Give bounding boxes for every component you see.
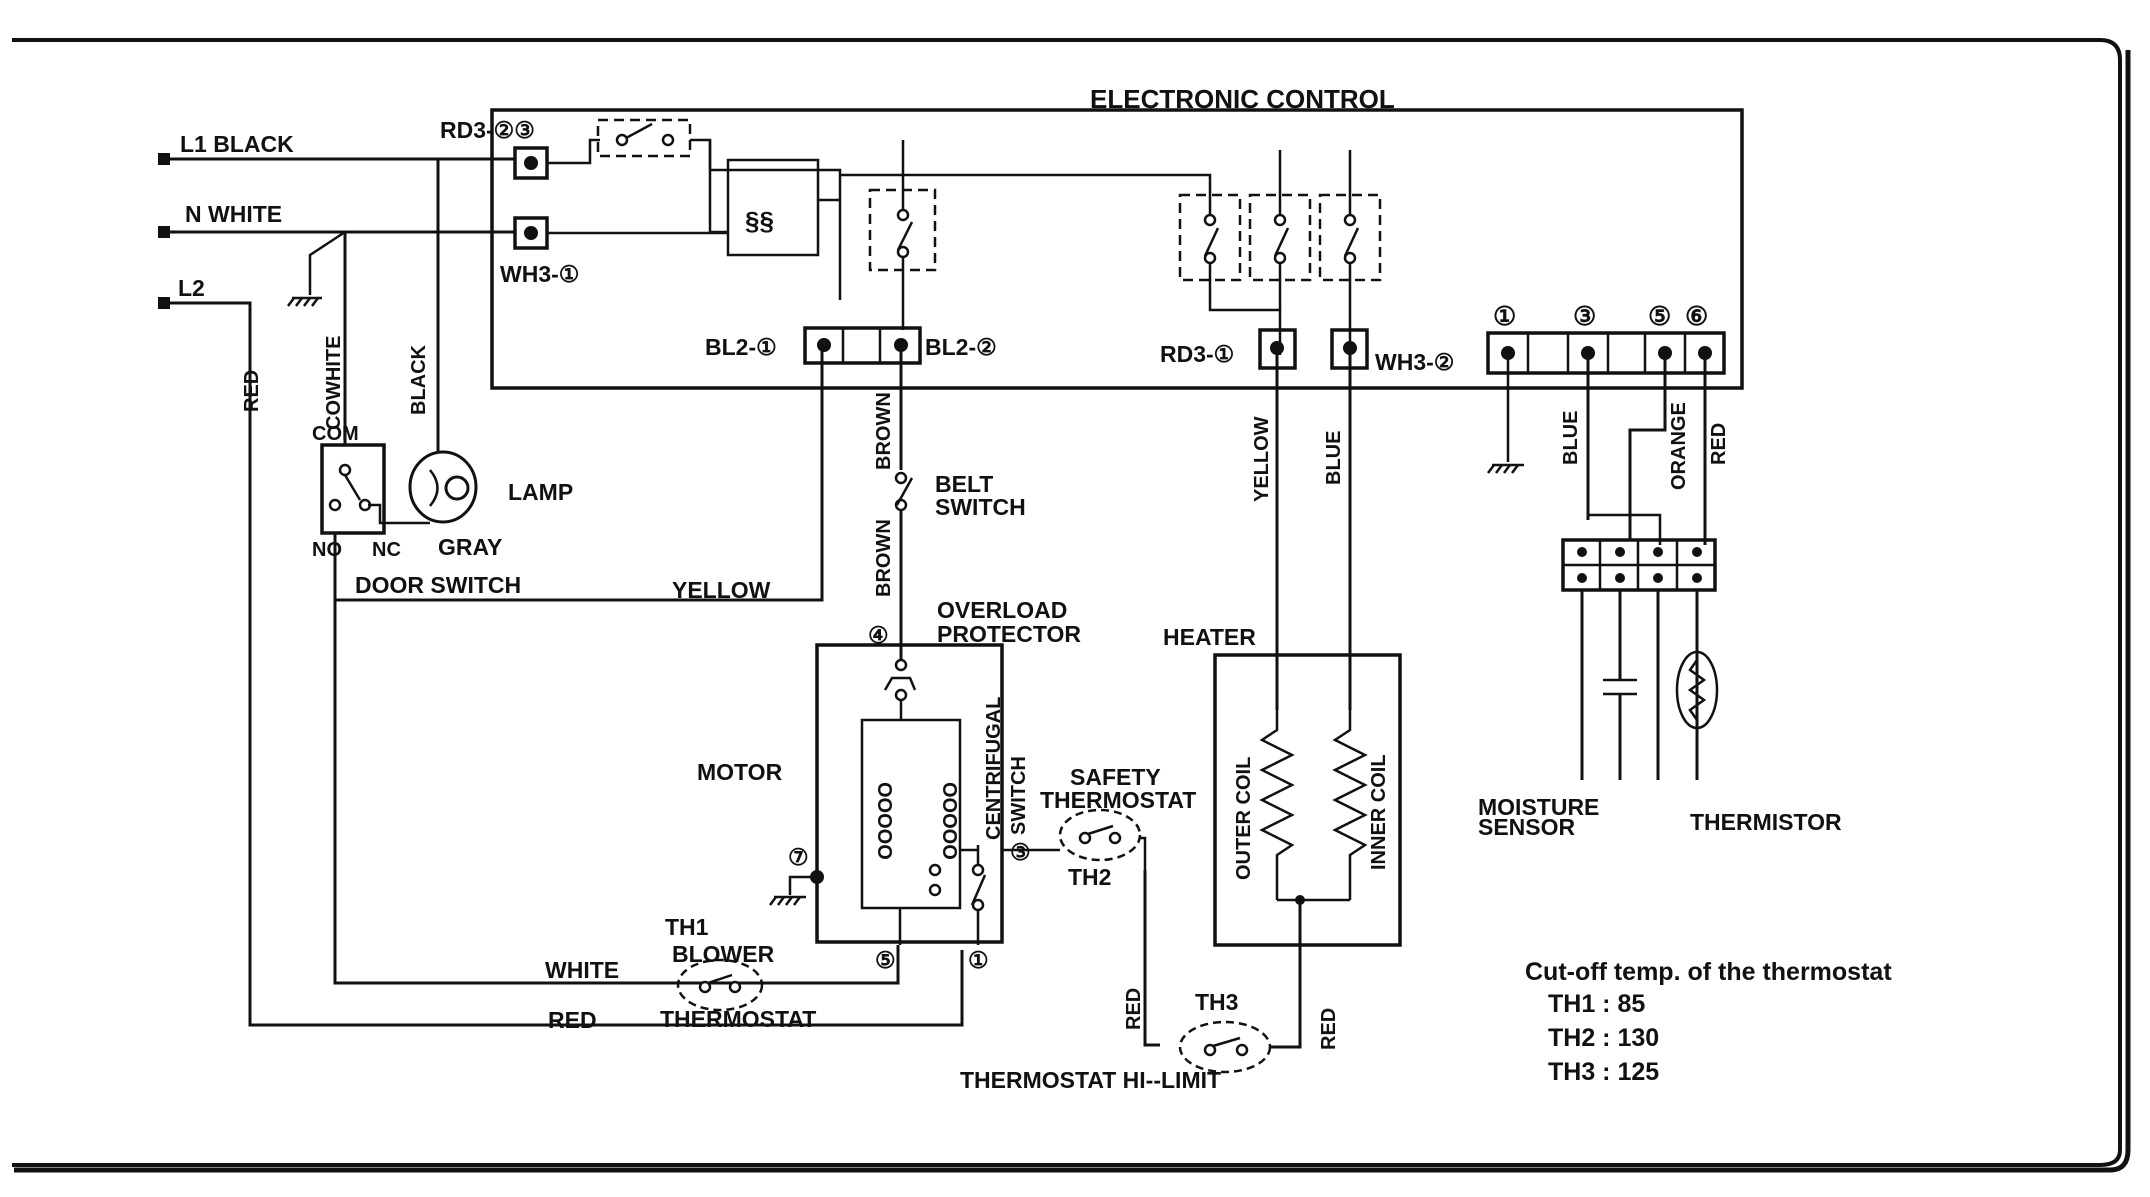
- hi-limit-label: THERMOSTAT HI--LIMIT: [960, 1067, 1221, 1093]
- white-motor-label: WHITE: [545, 957, 619, 983]
- rd3-23-label: RD3-②③: [440, 117, 535, 143]
- door-switch-label: DOOR SWITCH: [355, 572, 521, 598]
- bl2-1-label: BL2-①: [705, 334, 777, 360]
- th1-label: TH1: [665, 914, 709, 940]
- motor-label: MOTOR: [697, 759, 783, 785]
- sensor-term-5: ⑤: [1648, 301, 1671, 331]
- safety-thermostat-icon: [1058, 808, 1142, 862]
- sensor-terminal-strip: [1486, 331, 1726, 375]
- term-3b-label: ③: [1010, 839, 1031, 865]
- electronic-control-box: [490, 108, 1744, 390]
- blue-heater-label: BLUE: [1323, 431, 1345, 485]
- belt-switch-label-1: BELT: [935, 471, 993, 497]
- n-label: N WHITE: [185, 201, 282, 227]
- door-switch-box: [320, 443, 386, 535]
- l1-label: L1 BLACK: [180, 131, 294, 157]
- yellow-heater-label: YELLOW: [1251, 416, 1273, 502]
- ground-icon-left: [287, 296, 322, 307]
- nc-label: NC: [372, 539, 401, 561]
- motor-winding-box: [860, 718, 962, 910]
- brown-bottom-label: BROWN: [873, 519, 895, 597]
- belt-switch-label-2: SWITCH: [935, 494, 1026, 520]
- yellow-door-label: YELLOW: [672, 577, 771, 603]
- ground-wire: [308, 230, 346, 295]
- l2-terminal: [158, 297, 170, 309]
- electronic-control-label: ELECTRONIC CONTROL: [1090, 84, 1395, 114]
- switch-cf-label: SWITCH: [1008, 756, 1030, 835]
- inner-coil-label: INNER COIL: [1368, 754, 1390, 870]
- red-motor-label: RED: [548, 1007, 597, 1033]
- safety-label-1: SAFETY: [1070, 764, 1161, 790]
- lamp-label: LAMP: [508, 479, 573, 505]
- no-label: NO: [312, 539, 342, 561]
- th3-label: TH3: [1195, 989, 1238, 1015]
- moisture-label-1: MOISTURE: [1478, 794, 1599, 820]
- rd3-1-label: RD3-①: [1160, 341, 1234, 367]
- cutoff-th3: TH3 : 125: [1548, 1058, 1659, 1086]
- diagram-frame: [12, 38, 2122, 1167]
- wh3-2-label: WH3-②: [1375, 349, 1454, 375]
- moisture-label-2: SENSOR: [1478, 814, 1576, 840]
- red-sensor-label: RED: [1708, 423, 1730, 465]
- sensor-term-6: ⑥: [1685, 301, 1708, 331]
- l2-red-label: RED: [241, 370, 263, 412]
- heater-label: HEATER: [1163, 624, 1256, 650]
- l2-wire: [170, 301, 964, 1027]
- outer-coil-icon: [1259, 710, 1295, 900]
- l2-label: L2: [178, 275, 205, 301]
- transformer-box: [726, 158, 820, 257]
- centrifugal-label: CENTRIFUGAL: [983, 697, 1005, 840]
- n-terminal: [158, 226, 170, 238]
- outer-coil-label: OUTER COIL: [1233, 757, 1255, 880]
- door-relay-box: [596, 118, 692, 158]
- cutoff-th2: TH2 : 130: [1548, 1024, 1659, 1052]
- safety-label-2: THERMOSTAT: [1040, 787, 1196, 813]
- com-label: COM: [312, 423, 359, 445]
- sensor-term-3: ③: [1573, 301, 1596, 331]
- sensor-term-1: ①: [1493, 301, 1516, 331]
- wh3-1-label: WH3-①: [500, 261, 579, 287]
- orange-sensor-label: ORANGE: [1668, 402, 1690, 490]
- motor-coil-icon-1: OOOOO: [873, 782, 895, 860]
- brown-top-label: BROWN: [873, 392, 895, 470]
- overload-label-1: OVERLOAD: [937, 597, 1067, 623]
- thermistor-icon: [1675, 650, 1719, 730]
- blue-sensor-label: BLUE: [1560, 411, 1582, 465]
- motor-box: [815, 643, 1004, 944]
- hi-limit-thermostat-icon: [1178, 1020, 1272, 1074]
- gray-label: GRAY: [438, 534, 502, 560]
- transformer-coil-icon: §§: [745, 206, 774, 236]
- cutoff-title: Cut-off temp. of the thermostat: [1525, 958, 1892, 986]
- inner-coil-icon: [1332, 710, 1368, 900]
- black-lamp-label: BLACK: [408, 344, 430, 415]
- blower-label: BLOWER: [672, 941, 775, 967]
- lamp-icon: [408, 450, 478, 524]
- th2-label: TH2: [1068, 864, 1111, 890]
- ground-icon-sensor: [1487, 463, 1524, 474]
- thermistor-label: THERMISTOR: [1690, 809, 1842, 835]
- term-4-label: ④: [868, 622, 889, 648]
- heater-box: [1213, 653, 1402, 947]
- bl2-connector: [803, 326, 922, 365]
- l1-terminal: [158, 153, 170, 165]
- motor-coil-icon-2: OOOOO: [938, 782, 960, 860]
- cowhite-label: COWHITE: [323, 336, 345, 430]
- ground-icon-motor: [769, 895, 806, 906]
- term-1b-label: ①: [968, 947, 989, 973]
- red-th3-right-label: RED: [1318, 1008, 1340, 1050]
- overload-protector-icon: [883, 658, 917, 702]
- term-5b-label: ⑤: [875, 947, 896, 973]
- overload-label-2: PROTECTOR: [937, 621, 1081, 647]
- cutoff-th1: TH1 : 85: [1548, 990, 1645, 1018]
- bl2-2-label: BL2-②: [925, 334, 997, 360]
- blower-thermostat-icon: [676, 958, 764, 1012]
- term-7-label: ⑦: [788, 844, 809, 870]
- thermostat-blower-label: THERMOSTAT: [660, 1006, 816, 1032]
- frame-shadow: [14, 50, 2131, 1173]
- red-th3-left-label: RED: [1123, 988, 1145, 1030]
